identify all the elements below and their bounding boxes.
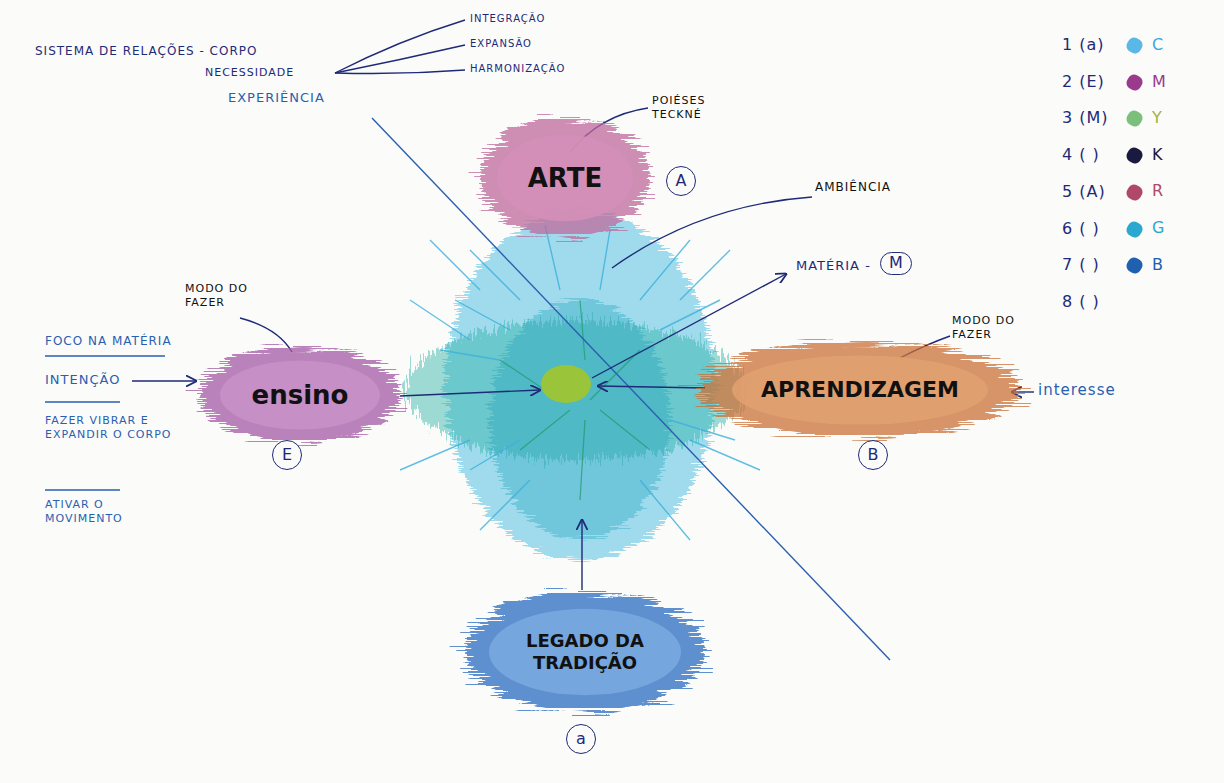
legend-swatch <box>1124 255 1144 275</box>
note: FOCO NA MATÉRIA <box>45 334 172 350</box>
node-label: ensino <box>252 379 349 412</box>
legend-swatch <box>1124 72 1144 92</box>
legend-swatch <box>1124 219 1144 239</box>
leader-lines <box>45 20 1034 660</box>
note: INTENÇÃO <box>45 372 120 389</box>
legend-swatch <box>1124 109 1144 129</box>
note: MATÉRIA - <box>796 258 871 275</box>
legend-text: 2 (E) <box>1062 72 1105 93</box>
note: NECESSIDADE <box>205 66 294 80</box>
legend-text: 4 ( ) <box>1062 145 1100 166</box>
color-letter: C <box>1152 35 1164 56</box>
color-letter: M <box>1152 72 1167 93</box>
legend-swatch <box>1124 145 1144 165</box>
color-letter: Y <box>1152 108 1163 129</box>
scribble-blob-node: ARTE <box>480 118 650 238</box>
legend-text: 3 (M) <box>1062 108 1109 129</box>
scribble-blob-node: LEGADO DA TRADIÇÃO <box>465 592 705 712</box>
note: POIÉSES TECKNÉ <box>652 94 737 123</box>
color-letter: R <box>1152 181 1164 202</box>
callout-letter: A <box>666 166 696 196</box>
scribble-blob-node: ensino <box>200 347 400 443</box>
note: FAZER VIBRAR E EXPANDIR O CORPO <box>45 414 180 443</box>
color-letter: G <box>1152 218 1165 239</box>
node-label: ARTE <box>528 162 602 195</box>
node-label: LEGADO DA TRADIÇÃO <box>510 630 660 675</box>
diagram-title: SISTEMA DE RELAÇÕES - CORPO <box>35 44 257 60</box>
legend-number: 8 ( ) <box>1062 292 1100 313</box>
note: ATIVAR O MOVIMENTO <box>45 498 160 527</box>
note: AMBIÊNCIA <box>815 180 891 196</box>
legend-text: 7 ( ) <box>1062 255 1100 276</box>
callout-letter: E <box>272 440 302 470</box>
note: interesse <box>1038 381 1116 401</box>
note: EXPERIÊNCIA <box>228 90 325 107</box>
legend-swatch <box>1124 35 1144 55</box>
node-label: APRENDIZAGEM <box>761 376 959 404</box>
color-letter: K <box>1152 145 1164 166</box>
callout-letter: a <box>566 724 596 754</box>
legend-text: 5 (A) <box>1062 182 1106 203</box>
callout-letter: B <box>858 440 888 470</box>
note: EXPANSÃO <box>470 37 532 50</box>
legend-swatch <box>1124 182 1144 202</box>
legend-text: 6 ( ) <box>1062 219 1100 240</box>
legend-text: 1 (a) <box>1062 35 1105 56</box>
note: MODO DO FAZER <box>185 282 260 311</box>
note: INTEGRAÇÃO <box>470 12 545 25</box>
color-letter: B <box>1152 255 1164 276</box>
note: MODO DO FAZER <box>952 314 1037 343</box>
note: HARMONIZAÇÃO <box>470 62 565 75</box>
callout-letter: M <box>880 252 912 275</box>
scribble-blob-node: APRENDIZAGEM <box>700 342 1020 438</box>
